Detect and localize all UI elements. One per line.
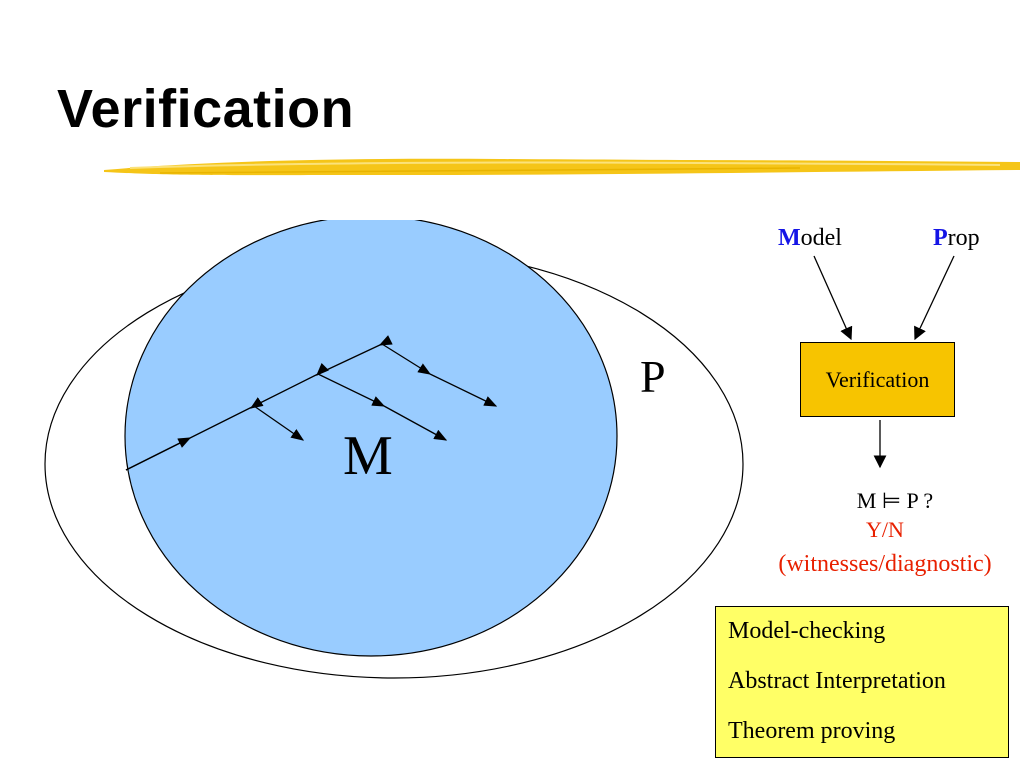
prop-initial: P	[933, 225, 948, 251]
technique-item: Model-checking	[728, 618, 886, 644]
model-initial: M	[778, 225, 801, 251]
execution-tree	[125, 335, 498, 471]
model-arrow	[813, 255, 853, 341]
result-query: M ⊨ P ?	[856, 488, 934, 513]
result-detail: (witnesses/diagnostic)	[778, 551, 992, 577]
technique-item: Theorem proving	[728, 718, 896, 744]
page-title: Verification	[57, 79, 355, 139]
model-input-label: Model	[778, 226, 842, 250]
verification-box: Verification	[800, 342, 955, 417]
model-rest: odel	[800, 225, 842, 251]
prop-input-label: Prop	[933, 226, 980, 250]
venn-diagram	[44, 220, 744, 679]
result-answer: Y/N	[866, 517, 904, 542]
model-set-label: M	[343, 425, 393, 487]
model-set-ellipse	[124, 220, 618, 657]
property-set-label: P	[640, 351, 666, 402]
techniques-box: Model-checking Abstract Interpretation T…	[715, 606, 1009, 758]
technique-item: Abstract Interpretation	[728, 668, 946, 694]
title-underline	[104, 158, 1020, 176]
prop-rest: rop	[947, 225, 980, 251]
prop-arrow	[914, 255, 955, 341]
verification-box-label: Verification	[825, 366, 930, 392]
flow-arrows	[813, 255, 955, 469]
